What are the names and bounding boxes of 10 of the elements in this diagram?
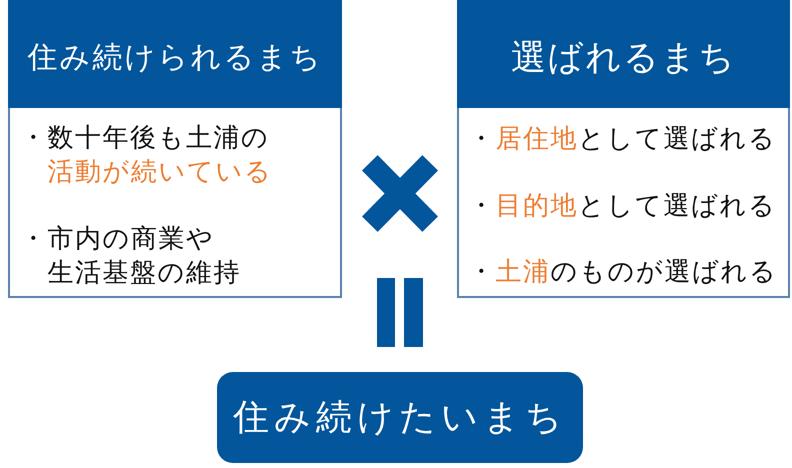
list-item: ・市内の商業や生活基盤の維持: [20, 223, 241, 290]
info-card: [8, 0, 342, 298]
card-header: 住み続けられるまち: [8, 0, 342, 108]
list-item: ・土浦のものが選ばれる: [468, 256, 778, 289]
list-item: ・数十年後も土浦の活動が続いている: [20, 122, 272, 189]
list-item: ・居住地として選ばれる: [468, 123, 776, 156]
result-box: 住み続けたいまち: [217, 372, 583, 463]
card-header: 選ばれるまち: [457, 0, 790, 108]
list-item: ・目的地として選ばれる: [468, 190, 776, 223]
info-card: [457, 0, 790, 298]
